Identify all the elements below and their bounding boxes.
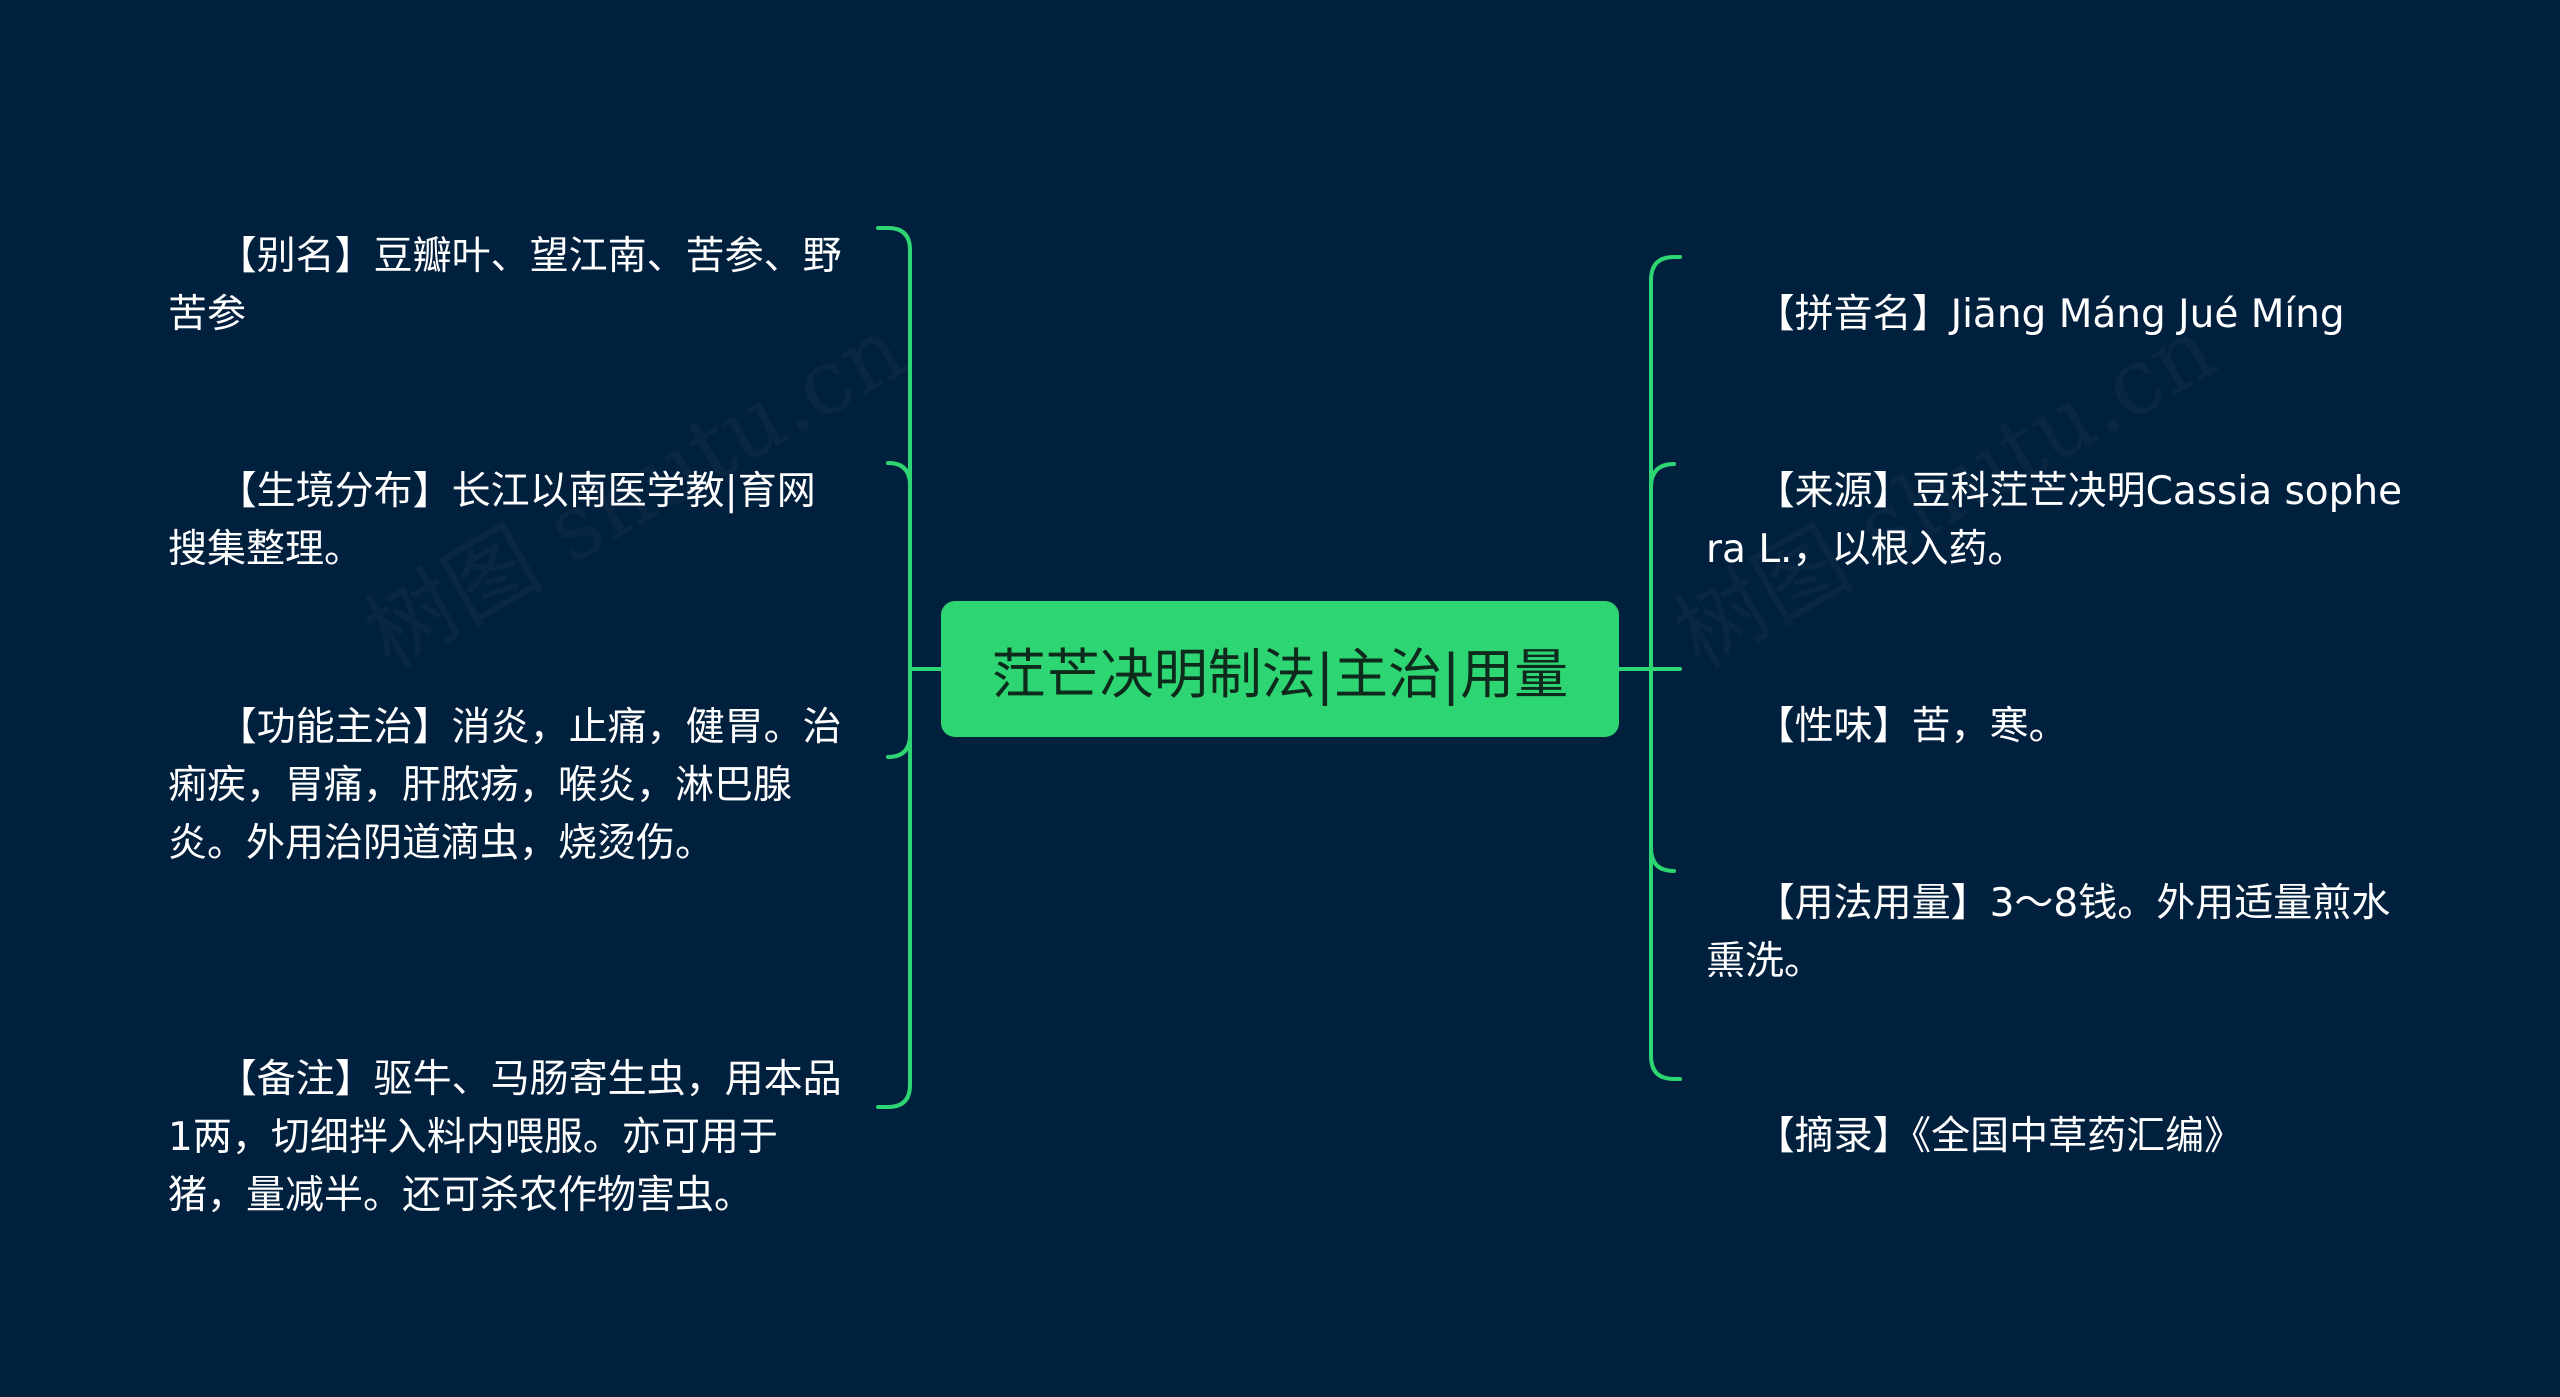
left-topic-alias[interactable]: 【别名】豆瓣叶、望江南、苦参、野苦参 — [168, 170, 848, 402]
connector-right-branch-1 — [1649, 255, 1682, 671]
connector-left-branch-2 — [886, 461, 912, 671]
left-topic-habitat[interactable]: 【生境分布】长江以南医学教|育网搜集整理。 — [168, 405, 848, 637]
right-topic-source-text: 【来源】豆科茳芒决明Cassia sophera L.，以根入药。 — [1706, 469, 2403, 572]
left-topic-notes[interactable]: 【备注】驱牛、马肠寄生虫，用本品1两，切细拌入料内喂服。亦可用于猪，量减半。还可… — [168, 993, 848, 1283]
right-topic-excerpt-text: 【摘录】《全国中草药汇编》 — [1755, 1114, 2244, 1159]
left-topic-function[interactable]: 【功能主治】消炎，止痛，健胃。治痢疾，胃痛，肝脓疡，喉炎，淋巴腺炎。外用治阴道滴… — [168, 641, 848, 931]
central-topic-label: 茳芒决明制法|主治|用量 — [991, 642, 1569, 706]
connector-right-branch-5 — [1649, 667, 1682, 1081]
right-topic-dosage[interactable]: 【用法用量】3～8钱。外用适量煎水熏洗。 — [1706, 817, 2406, 1049]
right-topic-taste-text: 【性味】苦，寒。 — [1755, 704, 2068, 749]
right-topic-pinyin-text: 【拼音名】Jiāng Máng Jué Míng — [1755, 292, 2345, 337]
connector-right-branch-2 — [1649, 462, 1676, 671]
right-topic-dosage-text: 【用法用量】3～8钱。外用适量煎水熏洗。 — [1706, 881, 2391, 984]
left-topic-function-text: 【功能主治】消炎，止痛，健胃。治痢疾，胃痛，肝脓疡，喉炎，淋巴腺炎。外用治阴道滴… — [168, 705, 842, 866]
left-topic-habitat-text: 【生境分布】长江以南医学教|育网搜集整理。 — [168, 469, 816, 572]
right-topic-pinyin[interactable]: 【拼音名】Jiāng Máng Jué Míng — [1706, 228, 2406, 402]
central-topic[interactable]: 茳芒决明制法|主治|用量 — [941, 601, 1619, 737]
connector-left-branch-3 — [886, 667, 912, 759]
right-topic-excerpt[interactable]: 【摘录】《全国中草药汇编》 — [1706, 1050, 2406, 1224]
connector-left-branch-4 — [876, 667, 912, 1109]
connector-right-branch-4 — [1649, 667, 1676, 873]
right-topic-taste[interactable]: 【性味】苦，寒。 — [1706, 640, 2406, 814]
left-topic-alias-text: 【别名】豆瓣叶、望江南、苦参、野苦参 — [168, 234, 842, 337]
right-topic-source[interactable]: 【来源】豆科茳芒决明Cassia sophera L.，以根入药。 — [1706, 405, 2406, 637]
connector-left-branch-1 — [876, 226, 912, 671]
left-topic-notes-text: 【备注】驱牛、马肠寄生虫，用本品1两，切细拌入料内喂服。亦可用于猪，量减半。还可… — [168, 1057, 842, 1218]
